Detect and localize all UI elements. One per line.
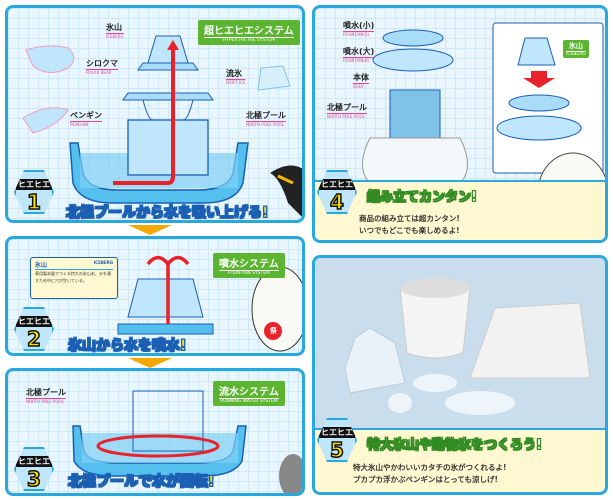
step5-caption: 特大氷山やかわいいカタチの氷がつくれるよ!プカプカ浮かぶペンギンはとっても涼しげ…	[353, 463, 507, 484]
ice-molds-photo	[315, 258, 605, 492]
flow-arrow	[128, 358, 172, 368]
step5-panel: 特大氷山や動物氷をつくろう! 特大氷山やかわいいカタチの氷がつくれるよ!プカプカ…	[312, 255, 608, 495]
step4-headline: 組み立てカンタン!	[367, 190, 477, 205]
step1-headline: 北極プールから水を吸い上げる!	[66, 205, 269, 221]
step5-headline: 特大氷山や動物氷をつくろう!	[367, 438, 542, 453]
fan-text: 祭	[270, 327, 277, 335]
step4-caption: 商品の組み立ては超カンタン!いつでもどこでも楽しめるよ!	[359, 214, 460, 235]
flow-arrow	[128, 225, 172, 235]
step3-headline: 北極プールで水が回転!	[68, 474, 215, 491]
pool-diagram	[72, 390, 302, 493]
fountain-diagram	[117, 255, 302, 352]
fountain-diagram	[22, 35, 302, 217]
caption-bar	[315, 428, 605, 492]
label-fountain-big: 噴水(大)FOUNTAIN(B)	[343, 47, 375, 63]
label-fountain-small: 噴水(小)FOUNTAIN(S)	[343, 21, 375, 37]
caption-bar	[315, 180, 605, 240]
step2-headline: 氷山から水を噴水!	[68, 338, 187, 354]
